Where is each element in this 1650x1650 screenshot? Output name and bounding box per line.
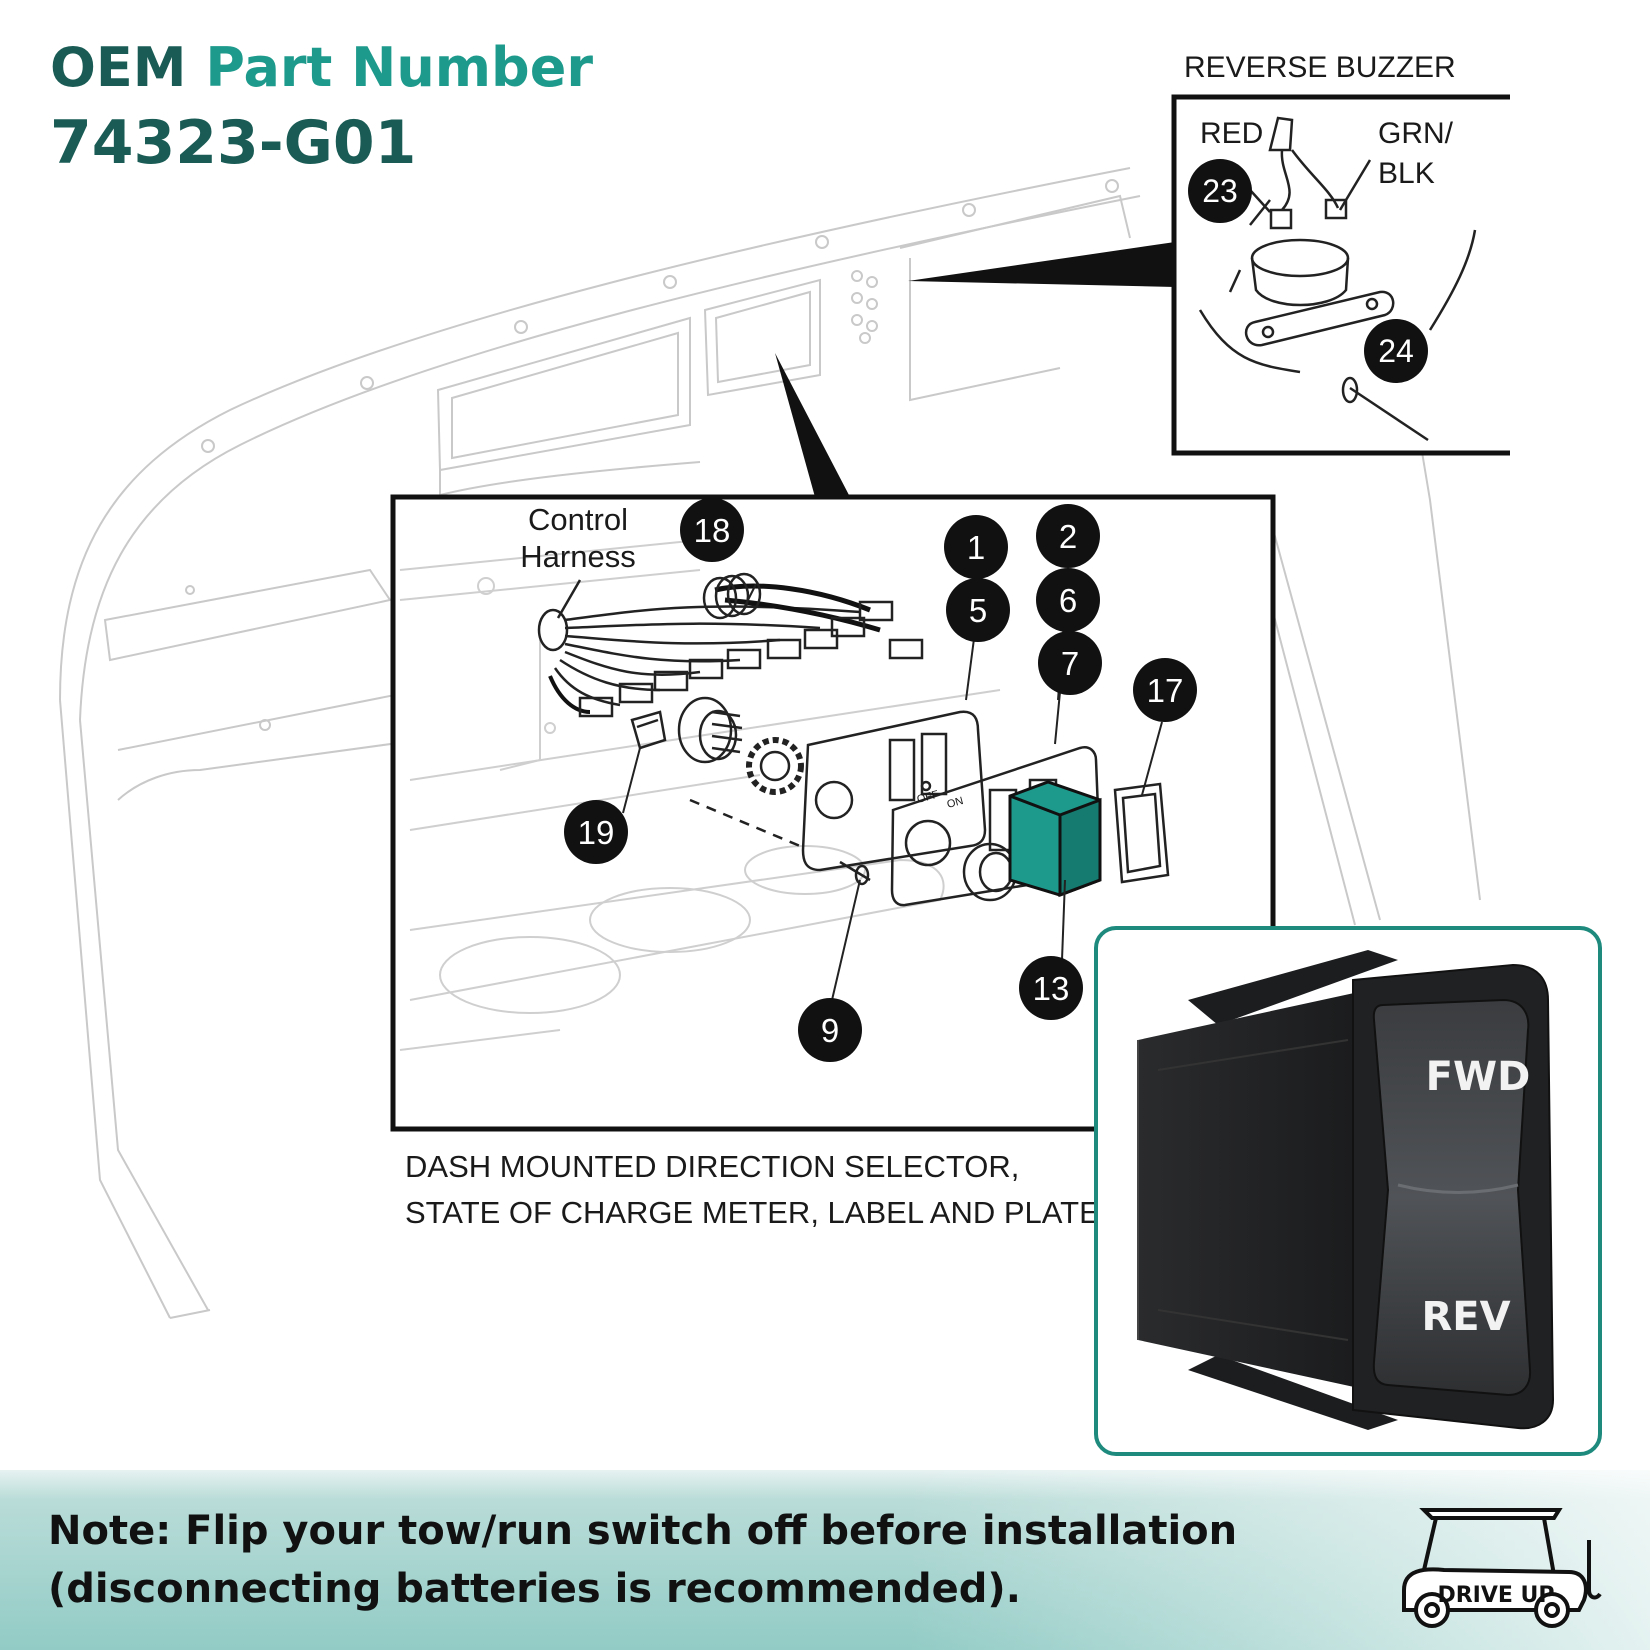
callout-17: 17 xyxy=(1133,658,1197,722)
harness-label-line2: Harness xyxy=(520,539,635,574)
caption-line2: STATE OF CHARGE METER, LABEL AND PLATE xyxy=(405,1195,1100,1230)
callout-5: 5 xyxy=(946,578,1010,642)
svg-text:7: 7 xyxy=(1061,645,1079,682)
pointer-to-detail-box xyxy=(775,353,850,497)
logo-text: DRIVE UP xyxy=(1437,1583,1554,1608)
product-photo-frame: FWD REV xyxy=(1094,926,1602,1456)
reverse-buzzer-inset: REVERSE BUZZER RED GRN/ BLK 23 xyxy=(1171,51,1510,456)
detail-box: Control Harness xyxy=(390,494,1276,1132)
svg-text:19: 19 xyxy=(578,814,615,851)
wire-label-red: RED xyxy=(1200,117,1263,150)
inset-title: REVERSE BUZZER xyxy=(1184,51,1456,84)
callout-18: 18 xyxy=(680,498,744,562)
callout-23: 23 xyxy=(1188,159,1252,223)
drive-up-logo: DRIVE UP xyxy=(1402,1508,1602,1628)
callout-24: 24 xyxy=(1364,319,1428,383)
caption-line1: DASH MOUNTED DIRECTION SELECTOR, xyxy=(405,1149,1019,1184)
svg-text:24: 24 xyxy=(1378,333,1414,369)
callout-6: 6 xyxy=(1036,568,1100,632)
svg-text:1: 1 xyxy=(967,529,985,566)
switch-off-label: OFF xyxy=(916,789,941,806)
title-prefix: OEM xyxy=(50,36,187,99)
callout-13: 13 xyxy=(1019,956,1083,1020)
wire-label-grn: GRN/ xyxy=(1378,117,1454,150)
rocker-switch-image: FWD REV xyxy=(1137,950,1555,1430)
exploded-parts-diagram: REVERSE BUZZER RED GRN/ BLK 23 xyxy=(59,51,1510,1319)
svg-text:23: 23 xyxy=(1202,173,1238,209)
rev-label: REV xyxy=(1421,1294,1510,1340)
control-harness xyxy=(537,572,924,750)
callout-9: 9 xyxy=(798,998,862,1062)
svg-text:2: 2 xyxy=(1059,518,1077,555)
footer-band xyxy=(0,1470,1650,1650)
callout-2: 2 xyxy=(1036,504,1100,568)
switch-on-label: ON xyxy=(946,795,965,811)
svg-text:9: 9 xyxy=(821,1012,839,1049)
direction-switch-highlight xyxy=(1008,780,1102,898)
callout-19: 19 xyxy=(564,800,628,864)
note-line-2: (disconnecting batteries is recommended)… xyxy=(48,1566,1021,1612)
title-accent: Part Number xyxy=(205,36,593,99)
svg-text:13: 13 xyxy=(1033,970,1070,1007)
svg-text:17: 17 xyxy=(1147,672,1184,709)
callout-1: 1 xyxy=(944,515,1008,579)
harness-label-line1: Control xyxy=(528,502,628,537)
svg-text:5: 5 xyxy=(969,592,987,629)
fwd-label: FWD xyxy=(1426,1054,1531,1100)
page-title: OEM Part Number xyxy=(50,36,593,99)
callout-7: 7 xyxy=(1038,631,1102,695)
wire-label-blk: BLK xyxy=(1378,157,1435,190)
svg-text:18: 18 xyxy=(694,512,731,549)
svg-text:6: 6 xyxy=(1059,582,1077,619)
pointer-to-buzzer-inset xyxy=(908,242,1175,287)
note-line-1: Note: Flip your tow/run switch off befor… xyxy=(48,1508,1238,1554)
part-number: 74323-G01 xyxy=(50,108,417,178)
